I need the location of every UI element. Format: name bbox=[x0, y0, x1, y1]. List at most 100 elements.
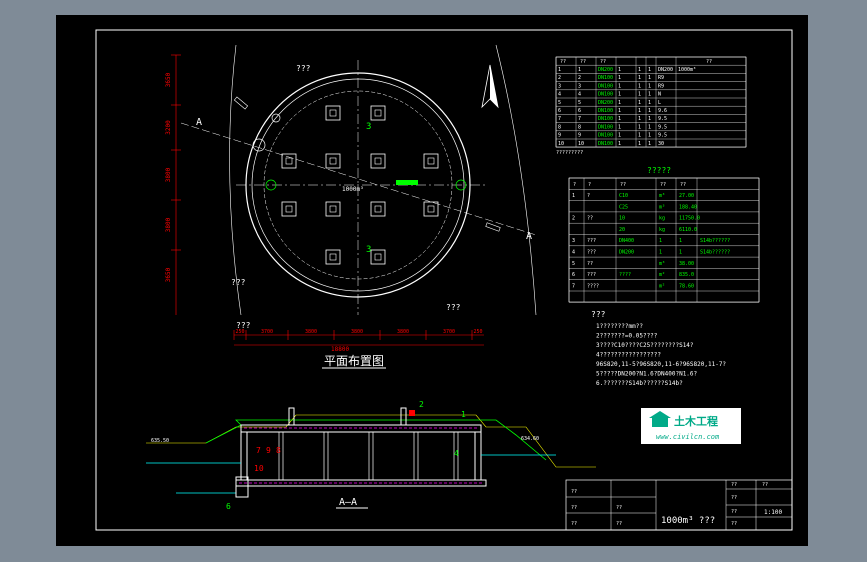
dim-label-bottom: 3800 bbox=[351, 329, 363, 335]
qt-cell: 27.00 bbox=[679, 193, 694, 199]
title-block: 1000m³ ??? 1:100 ?? ?? ?? ?? ?? ?? ?? ??… bbox=[565, 479, 793, 531]
qt-cell: C25 bbox=[619, 204, 628, 210]
ml-cell: DN100 bbox=[598, 108, 613, 114]
ml-cell: 9 bbox=[558, 133, 561, 139]
ml-cell: 1 bbox=[648, 116, 651, 122]
qt-cell: 5 bbox=[572, 261, 575, 267]
qt-header: ?? bbox=[660, 182, 666, 188]
dim-label-left: 3200 bbox=[165, 120, 172, 135]
ml-cell: 1 bbox=[648, 100, 651, 106]
ml-cell: 1 bbox=[578, 67, 581, 73]
ml-cell: 9.5 bbox=[658, 133, 667, 139]
ml-cell: 8 bbox=[578, 124, 581, 130]
column-footing bbox=[370, 201, 386, 217]
tb-cell-4: ?? bbox=[616, 505, 622, 511]
ml-cell: 10 bbox=[558, 141, 564, 147]
column bbox=[427, 205, 435, 213]
column-footing bbox=[281, 153, 297, 169]
qt-cell: ???? bbox=[587, 283, 599, 289]
note-line: 5?????DN200?N1.6?DN400?N1.6? bbox=[596, 371, 698, 378]
column-footing bbox=[423, 201, 439, 217]
column bbox=[329, 205, 337, 213]
tb-cell-10: ?? bbox=[762, 482, 768, 488]
ml-cell: 1 bbox=[638, 108, 641, 114]
elevation-left: 635.50 bbox=[151, 438, 169, 444]
logo-name: 土木工程 bbox=[674, 414, 718, 428]
ml-cell: 1 bbox=[648, 75, 651, 81]
vent-pipe-1 bbox=[288, 407, 295, 426]
drawing-frame bbox=[95, 29, 793, 531]
hatch-marker bbox=[409, 410, 415, 416]
qt-cell: m³ bbox=[659, 204, 665, 210]
vent-left bbox=[271, 113, 281, 123]
logo-url: www.civilcn.com bbox=[656, 433, 720, 441]
pool-number-top: 3 bbox=[366, 122, 371, 132]
column bbox=[374, 205, 382, 213]
qt-cell: 835.0 bbox=[679, 272, 694, 278]
pool-number-bottom: 3 bbox=[366, 245, 371, 255]
qt-cell: 3 bbox=[572, 238, 575, 244]
column-footing bbox=[370, 105, 386, 121]
manhole-east bbox=[455, 179, 467, 191]
plan-note-2: ??? bbox=[446, 303, 461, 312]
qt-cell: DN400 bbox=[619, 238, 634, 244]
center-label: 1000m³ bbox=[342, 186, 364, 193]
pipe-outlet bbox=[485, 222, 501, 232]
ml-cell: 3 bbox=[578, 83, 581, 89]
plan-note-3: ??? bbox=[296, 64, 311, 73]
ml-cell: 1 bbox=[648, 83, 651, 89]
ml-header: ?? bbox=[600, 59, 606, 65]
qt-cell: ?? bbox=[587, 261, 593, 267]
dim-label-bottom: 250 bbox=[235, 329, 244, 335]
note-line: 1????????mm?? bbox=[596, 323, 643, 330]
ml-cell: 6 bbox=[578, 108, 581, 114]
ml-cell: 1 bbox=[638, 83, 641, 89]
column-footing bbox=[423, 153, 439, 169]
note-line: 2???????=0.05???? bbox=[596, 333, 658, 340]
ml-cell: 1 bbox=[648, 108, 651, 114]
column-footing bbox=[325, 153, 341, 169]
qt-cell: ??? bbox=[587, 250, 596, 256]
dimension-total: 18800 bbox=[331, 346, 349, 353]
qt-cell: 38.00 bbox=[679, 261, 694, 267]
vent-pipe-2 bbox=[400, 407, 407, 426]
column bbox=[374, 253, 382, 261]
dim-label-left: 3650 bbox=[165, 267, 172, 282]
ml-cell: 7 bbox=[558, 116, 561, 122]
ml-cell: DN100 bbox=[598, 141, 613, 147]
water-level-gauge bbox=[396, 180, 418, 185]
wall-right bbox=[474, 431, 482, 481]
section-column bbox=[413, 431, 419, 481]
ml-cell: 9.6 bbox=[658, 108, 667, 114]
qt-cell: m³ bbox=[659, 261, 665, 267]
embankment-fill bbox=[205, 419, 547, 461]
section-callout-7: 7 bbox=[256, 446, 261, 455]
ml-cell: 9.5 bbox=[658, 124, 667, 130]
pipe-inlet bbox=[233, 96, 249, 110]
dim-label-bottom: 3700 bbox=[261, 329, 273, 335]
ml-cell: 5 bbox=[578, 100, 581, 106]
column bbox=[329, 253, 337, 261]
qt-cell: ? bbox=[587, 193, 590, 199]
qt-cell: kg bbox=[659, 227, 665, 233]
soil-arc-left bbox=[229, 44, 242, 316]
qt-cell: 1 bbox=[679, 250, 682, 256]
section-column bbox=[323, 431, 329, 481]
ml-cell: 4 bbox=[578, 92, 581, 98]
qt-cell: m² bbox=[659, 283, 665, 289]
ml-cell: 6 bbox=[558, 108, 561, 114]
ml-cell: DN200 bbox=[598, 100, 613, 106]
note-line: 4????????????????? bbox=[596, 352, 661, 359]
dim-label-bottom: 3700 bbox=[443, 329, 455, 335]
qt-cell: 11750.0 bbox=[679, 216, 700, 222]
ml-cell: 1 bbox=[638, 124, 641, 130]
section-column bbox=[278, 431, 284, 481]
ml-cell: 10 bbox=[578, 141, 584, 147]
tb-cell-6: ?? bbox=[731, 482, 737, 488]
tb-cell-7: ?? bbox=[731, 495, 737, 501]
plan-note-4: ??? bbox=[236, 321, 251, 330]
north-arrow-icon bbox=[481, 64, 499, 109]
